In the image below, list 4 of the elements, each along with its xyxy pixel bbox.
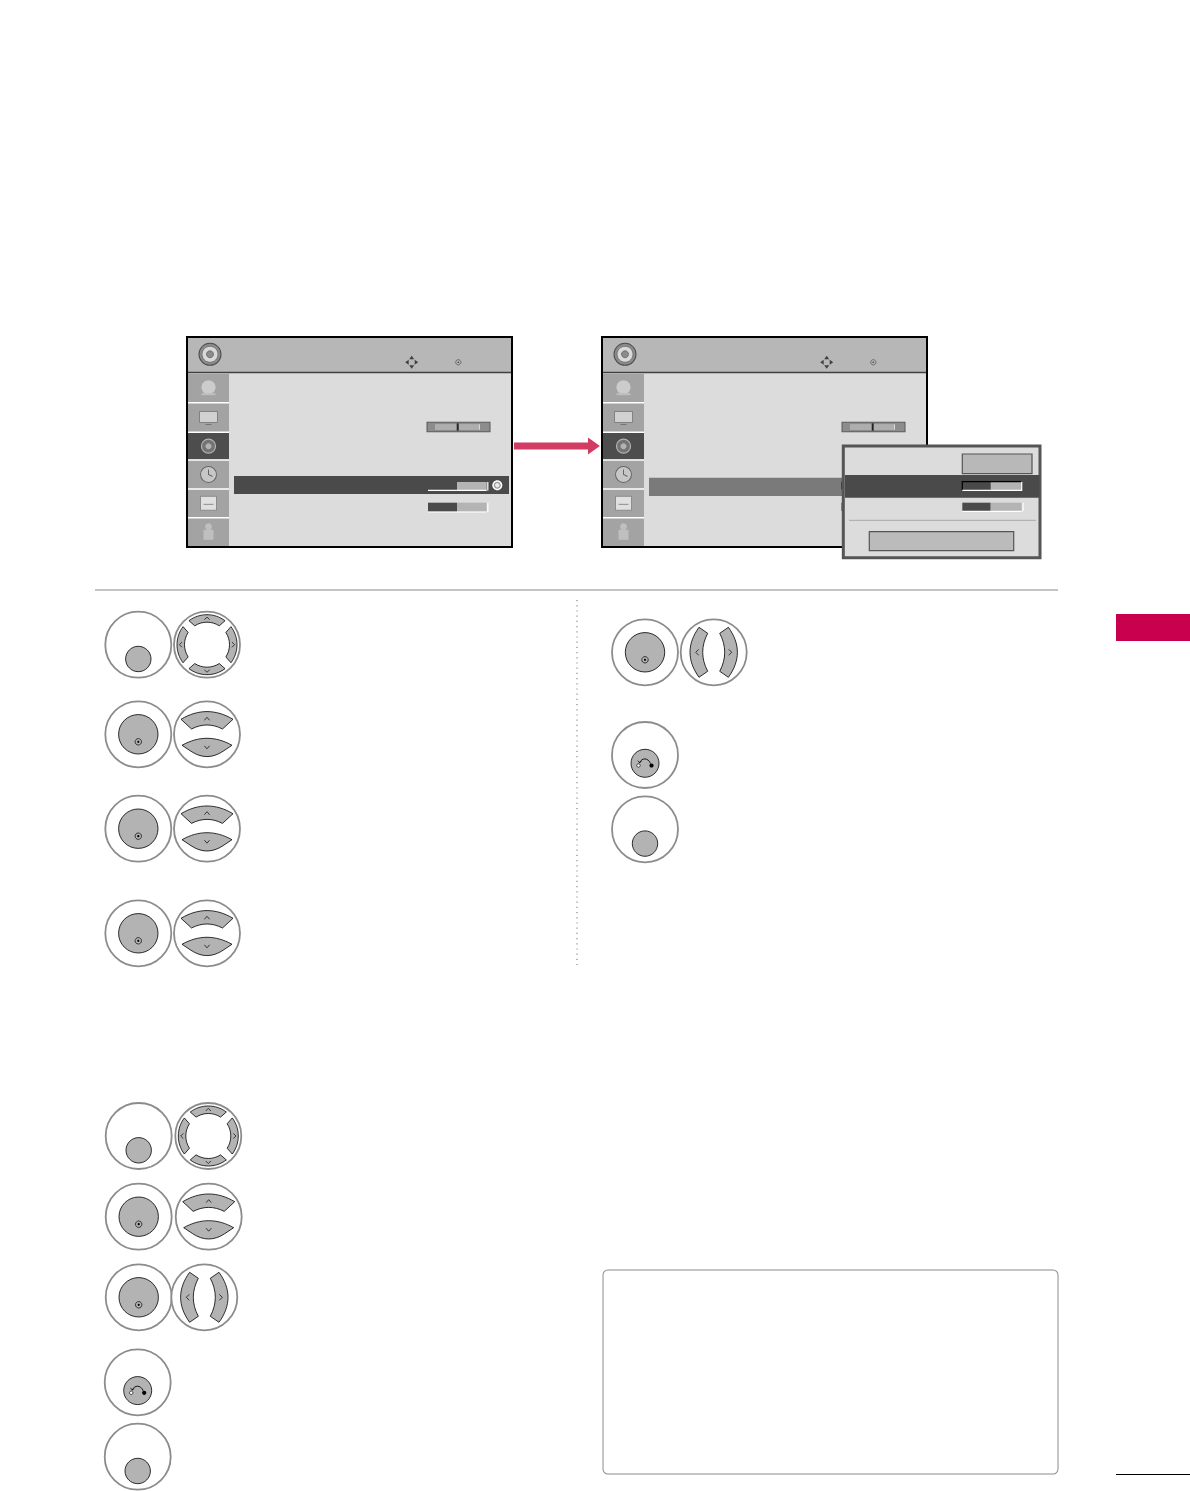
- section-tab: [1116, 614, 1190, 641]
- menu-screen-drawing: [186, 336, 513, 548]
- menu-screen-drawing: [601, 336, 1042, 560]
- note-box: [602, 1269, 1059, 1475]
